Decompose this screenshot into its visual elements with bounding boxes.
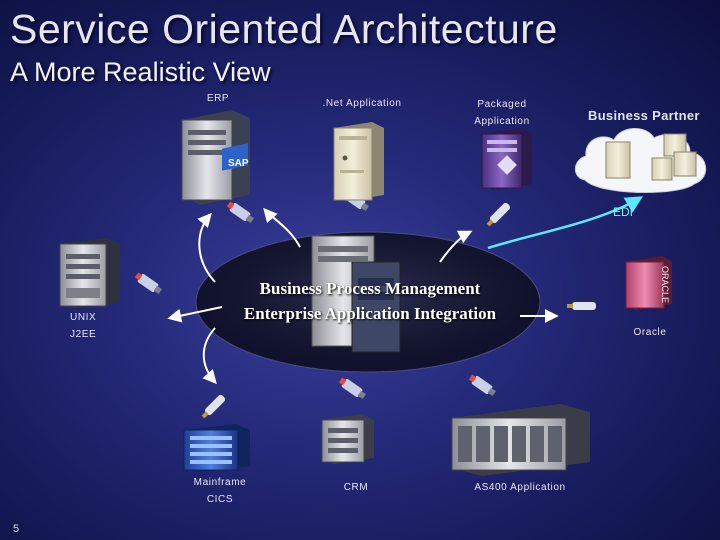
connector-mainframe [202, 327, 217, 385]
hub-server-icon [311, 235, 401, 353]
oracle-server-icon: ORACLE [625, 256, 672, 310]
unix-label: UNIX J2EE [70, 309, 116, 343]
partner-server-icon [605, 133, 697, 181]
connector-unix [167, 306, 223, 323]
oracle-box-text: ORACLE [660, 266, 670, 303]
hub-caption-line2: Enterprise Application Integration [243, 304, 497, 323]
plug-icon [567, 302, 596, 310]
mainframe-label: Mainframe CICS [180, 474, 260, 508]
as400-server-icon [451, 404, 590, 476]
integration-hub [195, 231, 541, 373]
packaged-app-server-icon [481, 128, 532, 190]
connector-edi [487, 196, 644, 250]
erp-server-icon: SAP [181, 110, 250, 205]
net-app-label: .Net Application [322, 98, 402, 109]
adapter-icon [468, 374, 497, 397]
packaged-app-label-line2: Application [474, 116, 530, 127]
mainframe-server-icon [183, 424, 250, 472]
hub-caption-line1: Business Process Management [259, 279, 481, 298]
packaged-app-label: Packaged Application [462, 96, 542, 130]
as400-label: AS400 Application [474, 482, 566, 493]
sap-logo: SAP [228, 158, 249, 169]
slide-subtitle: A More Realistic View [10, 57, 271, 87]
unix-label-line2: J2EE [70, 329, 97, 340]
hub-caption: Business Process Management Enterprise A… [210, 276, 530, 326]
erp-label: ERP [206, 93, 230, 104]
slide-title: Service Oriented Architecture [10, 6, 558, 52]
oracle-label: Oracle [633, 327, 667, 338]
crm-server-icon [321, 414, 374, 464]
edi-label: EDI [613, 205, 634, 219]
mainframe-label-line1: Mainframe [193, 477, 247, 488]
connector-erp [197, 212, 216, 283]
business-partner-label: Business Partner [588, 108, 700, 123]
connector-lines [167, 196, 644, 385]
unix-label-line1: UNIX [70, 312, 97, 323]
crm-label: CRM [343, 482, 369, 493]
business-partner-cloud [574, 128, 706, 194]
mainframe-label-line2: CICS [206, 494, 234, 505]
unix-server-icon [59, 238, 120, 308]
connector-net-app [263, 207, 301, 248]
net-app-server-icon [333, 122, 384, 201]
packaged-app-label-line1: Packaged [477, 99, 527, 110]
adapter-icon [338, 377, 367, 400]
page-number: 5 [13, 523, 20, 535]
plug-icon [486, 202, 511, 227]
adapter-icon [226, 201, 255, 224]
connector-packaged-app [439, 230, 473, 263]
plug-icon [201, 394, 226, 419]
adapter-icon [134, 272, 163, 295]
